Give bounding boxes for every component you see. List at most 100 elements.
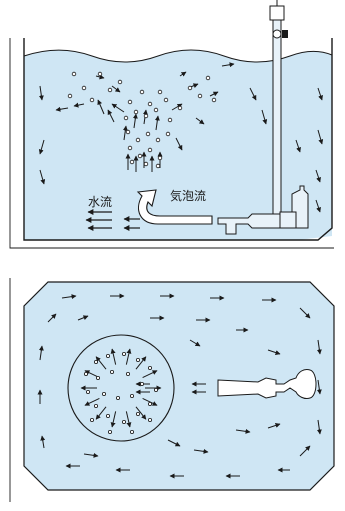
flow-arrow bbox=[167, 439, 181, 447]
air-bubble bbox=[108, 429, 113, 434]
air-bubble bbox=[197, 93, 203, 99]
flow-arrow bbox=[77, 315, 89, 321]
air-bubble bbox=[205, 75, 211, 81]
side-bubbles bbox=[67, 71, 217, 169]
flow-arrow bbox=[135, 356, 147, 370]
air-bubble bbox=[125, 129, 131, 135]
air-bubble bbox=[94, 403, 99, 408]
flow-arrow bbox=[317, 87, 323, 101]
air-bubble bbox=[106, 353, 111, 358]
air-bubble bbox=[133, 109, 139, 115]
flow-arrow bbox=[267, 349, 281, 355]
flow-arrow bbox=[40, 435, 46, 449]
flow-arrow bbox=[38, 85, 44, 101]
air-bubble bbox=[135, 411, 140, 416]
flow-arrow bbox=[39, 169, 46, 185]
flow-arrow bbox=[142, 397, 158, 406]
flow-arrow bbox=[95, 406, 107, 420]
air-bubble bbox=[143, 113, 149, 119]
flow-arrow bbox=[55, 106, 69, 112]
air-bubble bbox=[157, 155, 163, 161]
air-bubble bbox=[147, 365, 152, 370]
valve-icon bbox=[272, 29, 288, 39]
air-bubble bbox=[163, 97, 169, 103]
air-bubble bbox=[129, 429, 134, 434]
air-bubble bbox=[90, 417, 95, 422]
flow-arrow bbox=[195, 117, 205, 125]
flow-arrow bbox=[38, 139, 45, 155]
flow-arrow bbox=[193, 448, 209, 454]
bubble-circle bbox=[67, 334, 175, 442]
air-bubble bbox=[147, 101, 153, 107]
air-bubble bbox=[127, 145, 133, 151]
ejector-nozzle bbox=[217, 213, 281, 235]
air-bubble bbox=[139, 89, 145, 95]
air-bubble bbox=[126, 371, 131, 376]
air-bubble bbox=[147, 417, 152, 422]
air-bubble bbox=[153, 387, 158, 392]
air-bubble bbox=[116, 395, 121, 400]
flow-arrow bbox=[267, 423, 281, 429]
flow-arrow bbox=[73, 102, 85, 108]
air-bubble bbox=[102, 391, 107, 396]
flow-arrow bbox=[38, 345, 44, 361]
flow-arrow bbox=[209, 91, 219, 97]
air-bubble bbox=[177, 105, 183, 111]
flow-arrow bbox=[316, 419, 322, 435]
air-bubble bbox=[122, 351, 127, 356]
air-bubble bbox=[155, 137, 161, 143]
air-bubble bbox=[139, 381, 144, 386]
flow-arrow bbox=[111, 103, 125, 113]
air-bubble bbox=[94, 359, 99, 364]
flow-arrow bbox=[189, 339, 201, 347]
air-bubble bbox=[84, 371, 89, 376]
flow-arrow bbox=[299, 307, 311, 319]
air-bubble bbox=[147, 401, 152, 406]
air-bubble bbox=[211, 97, 217, 103]
air-bubble bbox=[67, 93, 73, 99]
flow-arrow bbox=[221, 62, 235, 68]
water-flow-arrows bbox=[85, 209, 140, 231]
bubble-flow-arrow bbox=[136, 189, 213, 225]
flow-arrow bbox=[132, 113, 138, 129]
air-bubble bbox=[145, 131, 151, 137]
air-bubble bbox=[110, 369, 115, 374]
flow-arrow bbox=[317, 129, 324, 145]
air-bubble bbox=[167, 117, 173, 123]
air-bubble bbox=[129, 393, 134, 398]
air-bubble bbox=[165, 131, 171, 137]
air-bubble bbox=[187, 85, 193, 91]
flow-arrow bbox=[235, 428, 251, 434]
flow-arrow bbox=[315, 199, 321, 213]
flow-arrow bbox=[84, 397, 100, 406]
air-bubble bbox=[81, 85, 87, 91]
flow-arrow bbox=[142, 370, 158, 379]
air-bubble bbox=[123, 115, 129, 121]
air-bubble bbox=[157, 89, 163, 95]
flow-arrow bbox=[107, 109, 115, 123]
pump-unit bbox=[279, 185, 309, 229]
flow-arrow bbox=[61, 294, 77, 300]
water-flow-label: 水流 bbox=[88, 195, 112, 209]
tank-wall bbox=[23, 38, 333, 241]
flow-arrow bbox=[95, 74, 105, 80]
jet-arrows bbox=[191, 381, 206, 395]
air-bubble bbox=[86, 389, 91, 394]
side-section-view: 水流 気泡流 bbox=[9, 0, 334, 249]
air-bubble bbox=[155, 163, 161, 169]
flow-arrow bbox=[295, 139, 301, 153]
tank-plan bbox=[23, 281, 335, 491]
air-bubble bbox=[135, 137, 141, 143]
flow-arrow bbox=[299, 445, 311, 457]
ejector-plan bbox=[217, 369, 317, 399]
air-bubble bbox=[89, 97, 95, 103]
flow-arrow bbox=[171, 103, 183, 111]
flow-arrow bbox=[110, 411, 117, 428]
plan-flow-arrows bbox=[37, 293, 322, 479]
flow-arrow bbox=[125, 348, 132, 365]
air-bubble bbox=[106, 413, 111, 418]
top-plan-view bbox=[9, 278, 335, 502]
air-bubble bbox=[122, 419, 127, 424]
